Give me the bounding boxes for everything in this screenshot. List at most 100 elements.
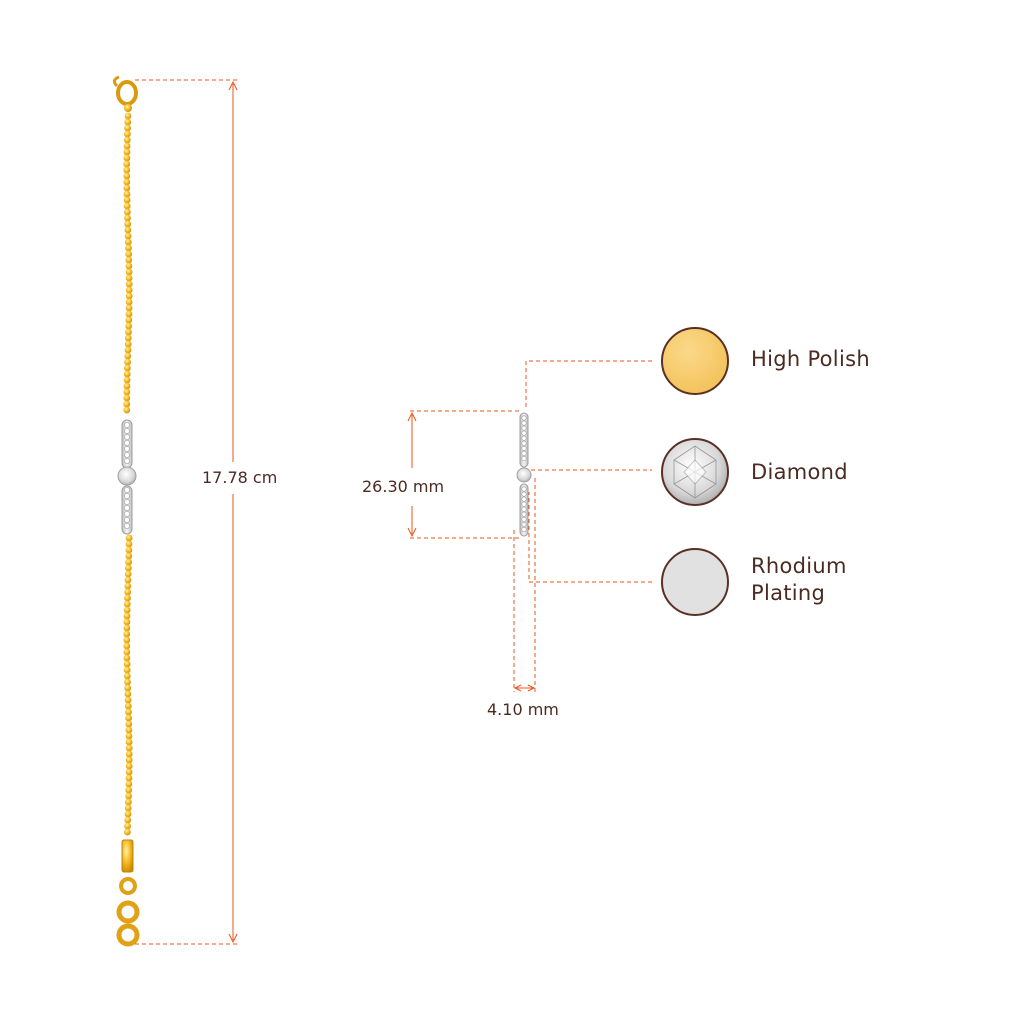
rhodium-plating-swatch bbox=[661, 548, 729, 616]
chain-bead bbox=[123, 600, 131, 608]
legend-label-high-polish: High Polish bbox=[751, 347, 870, 371]
chain-bead bbox=[124, 564, 132, 572]
chain-bead bbox=[124, 594, 131, 602]
chain-bead bbox=[124, 124, 131, 132]
pave-stone bbox=[124, 451, 130, 458]
pendant-closeup bbox=[516, 412, 532, 537]
chain-bead bbox=[123, 148, 131, 156]
chain-bead bbox=[123, 142, 131, 150]
chain-bead bbox=[125, 274, 133, 282]
chain-bead bbox=[125, 744, 133, 752]
chain-bead bbox=[125, 768, 133, 776]
pave-stone bbox=[521, 506, 527, 512]
chain-bead bbox=[123, 666, 131, 674]
chain-bead bbox=[124, 588, 132, 596]
chain-bead bbox=[125, 750, 133, 758]
pendant-height-dimension bbox=[407, 410, 522, 539]
chain-bead bbox=[125, 792, 132, 800]
chain-bead bbox=[123, 400, 131, 408]
chain-bead bbox=[125, 756, 133, 764]
chain-bead bbox=[123, 606, 131, 614]
chain-bead bbox=[125, 298, 133, 306]
pave-stone bbox=[521, 501, 527, 507]
diamond-swatch bbox=[661, 438, 729, 506]
chain-bead bbox=[124, 334, 132, 342]
chain-bead bbox=[124, 130, 131, 138]
bracelet-chain-lower bbox=[123, 534, 133, 836]
chain-bead bbox=[125, 774, 133, 782]
chain-bead bbox=[124, 346, 132, 354]
pave-stone bbox=[521, 455, 527, 461]
bracelet-length-label: 17.78 cm bbox=[202, 468, 278, 487]
pave-stone bbox=[124, 523, 130, 529]
chain-bead bbox=[125, 322, 133, 330]
pave-stone bbox=[124, 457, 130, 464]
chain-bead bbox=[125, 328, 132, 336]
chain-bead bbox=[124, 816, 132, 824]
chain-bead bbox=[123, 388, 131, 396]
chain-bead bbox=[123, 406, 131, 414]
chain-bead bbox=[125, 786, 133, 794]
pave-stone bbox=[124, 517, 130, 523]
chain-bead bbox=[123, 636, 131, 644]
chain-bead bbox=[123, 190, 131, 198]
callout-leaders bbox=[525, 360, 652, 583]
chain-bead bbox=[125, 280, 133, 288]
chain-bead bbox=[124, 232, 132, 240]
high-polish-swatch bbox=[661, 327, 729, 395]
pave-stone bbox=[521, 491, 527, 497]
chain-bead bbox=[124, 576, 132, 584]
chain-bead bbox=[124, 118, 132, 126]
pave-stone bbox=[521, 521, 527, 527]
chain-bead bbox=[123, 612, 131, 620]
chain-bead bbox=[124, 696, 132, 704]
pave-stone bbox=[124, 428, 130, 434]
chain-bead bbox=[124, 340, 132, 348]
chain-bead bbox=[125, 708, 132, 716]
chain-bead bbox=[124, 364, 131, 372]
chain-bead bbox=[123, 660, 131, 668]
pave-stone bbox=[124, 511, 130, 517]
chain-bead bbox=[125, 250, 133, 258]
pendant-height-label: 26.30 mm bbox=[362, 477, 445, 496]
chain-bead bbox=[125, 552, 133, 560]
chain-bead bbox=[123, 382, 131, 390]
chain-bead bbox=[124, 804, 132, 812]
chain-bead bbox=[124, 582, 132, 590]
pave-stone bbox=[124, 422, 130, 428]
bracelet-bar-stones bbox=[124, 422, 130, 529]
chain-bead bbox=[124, 690, 132, 698]
chain-bead bbox=[125, 762, 133, 770]
chain-bead bbox=[123, 154, 131, 162]
chain-bead bbox=[123, 630, 131, 638]
chain-bead bbox=[125, 720, 133, 728]
chain-bead bbox=[123, 172, 131, 180]
chain-bead bbox=[125, 244, 132, 252]
pave-stone bbox=[124, 434, 130, 440]
pave-stone bbox=[124, 487, 130, 493]
chain-bead bbox=[124, 358, 131, 366]
pave-stone bbox=[521, 445, 527, 451]
pave-stone bbox=[521, 511, 527, 517]
chain-bead bbox=[123, 642, 131, 650]
pave-stone bbox=[521, 435, 527, 441]
chain-bead bbox=[125, 304, 133, 312]
chain-bead bbox=[124, 220, 132, 228]
lobster-clasp bbox=[112, 75, 138, 112]
bracelet-centerpiece bbox=[117, 419, 137, 535]
chain-bead bbox=[125, 726, 133, 734]
chain-bead bbox=[123, 394, 131, 402]
chain-bead bbox=[125, 286, 133, 294]
chain-bead bbox=[124, 822, 131, 830]
chain-bead bbox=[124, 226, 132, 234]
pave-stone bbox=[521, 415, 527, 421]
chain-bead bbox=[124, 702, 132, 710]
chain-bead bbox=[125, 262, 133, 270]
chain-bead bbox=[124, 684, 132, 692]
pave-stone bbox=[521, 430, 527, 436]
chain-bead bbox=[123, 202, 131, 210]
pendant-bar-stones bbox=[521, 415, 527, 532]
legend-label-diamond: Diamond bbox=[751, 460, 848, 484]
chain-bead bbox=[125, 534, 133, 542]
